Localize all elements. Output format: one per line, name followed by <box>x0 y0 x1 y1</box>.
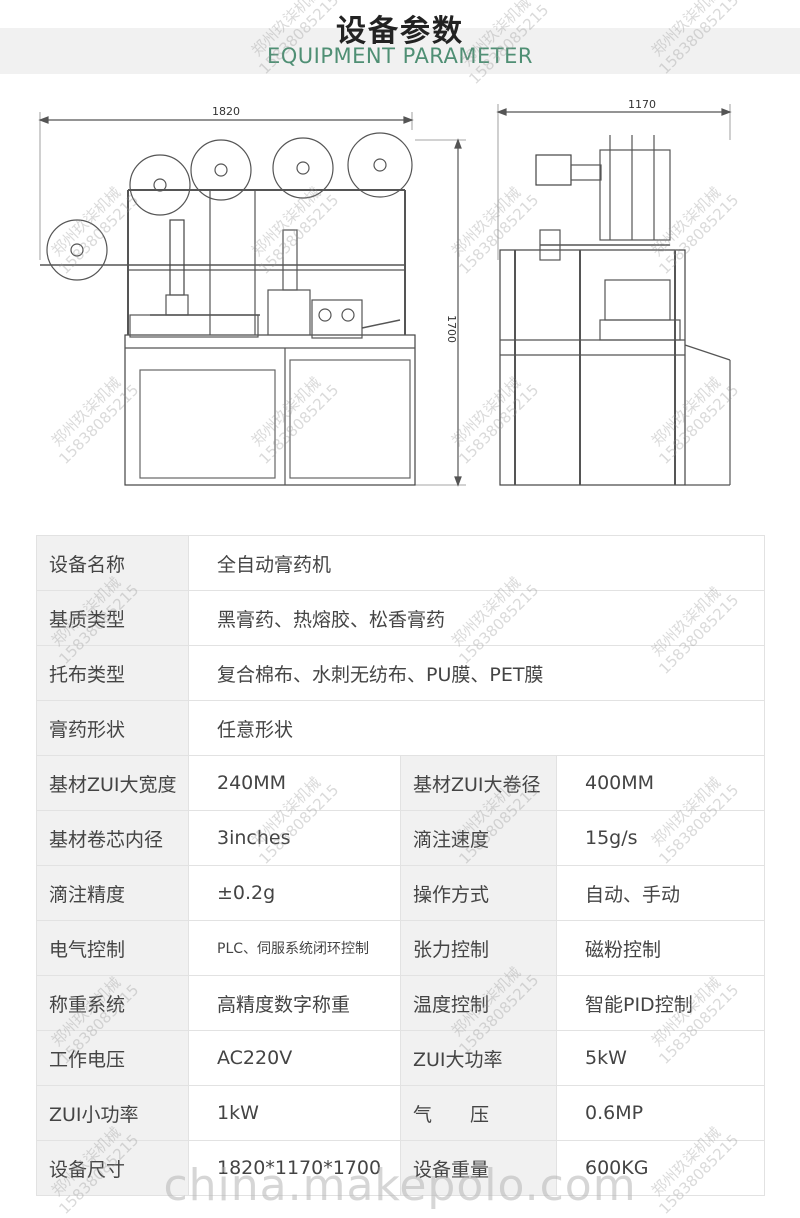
table-row: 设备名称 全自动膏药机 <box>36 535 765 591</box>
spec-value: 自动、手动 <box>556 865 765 921</box>
spec-value: 1820*1170*1700 <box>188 1140 401 1196</box>
spec-value: 任意形状 <box>188 700 765 756</box>
spec-value: 400MM <box>556 755 765 811</box>
spec-label: 设备重量 <box>400 1140 557 1196</box>
spec-value: 5kW <box>556 1030 765 1086</box>
spec-value: 240MM <box>188 755 401 811</box>
spec-value: 3inches <box>188 810 401 866</box>
spec-label: 操作方式 <box>400 865 557 921</box>
front-width-dim: 1820 <box>212 105 240 118</box>
table-row: 托布类型 复合棉布、水刺无纺布、PU膜、PET膜 <box>36 645 765 701</box>
spec-value: PLC、伺服系统闭环控制 <box>188 920 401 976</box>
spec-value: 复合棉布、水刺无纺布、PU膜、PET膜 <box>188 645 765 701</box>
table-row: 称重系统 高精度数字称重 温度控制 智能PID控制 <box>36 975 765 1031</box>
spec-value: 磁粉控制 <box>556 920 765 976</box>
spec-label: 基材卷芯内径 <box>36 810 189 866</box>
spec-label: 设备尺寸 <box>36 1140 189 1196</box>
spec-label: 温度控制 <box>400 975 557 1031</box>
table-row: 滴注精度 ±0.2g 操作方式 自动、手动 <box>36 865 765 921</box>
spec-value: AC220V <box>188 1030 401 1086</box>
spec-label: 称重系统 <box>36 975 189 1031</box>
table-row: 膏药形状 任意形状 <box>36 700 765 756</box>
spec-table: 设备名称 全自动膏药机 基质类型 黑膏药、热熔胶、松香膏药 托布类型 复合棉布、… <box>36 535 765 1196</box>
spec-label: 基材ZUI大卷径 <box>400 755 557 811</box>
spec-value: 15g/s <box>556 810 765 866</box>
header-band <box>0 28 800 74</box>
spec-label: ZUI大功率 <box>400 1030 557 1086</box>
spec-label: 基质类型 <box>36 590 189 646</box>
spec-label: 电气控制 <box>36 920 189 976</box>
spec-label: 张力控制 <box>400 920 557 976</box>
spec-label: 滴注速度 <box>400 810 557 866</box>
page-title: 设备参数 <box>336 14 464 49</box>
table-row: 工作电压 AC220V ZUI大功率 5kW <box>36 1030 765 1086</box>
height-dim: 1700 <box>445 315 458 343</box>
table-row: ZUI小功率 1kW 气 压 0.6MP <box>36 1085 765 1141</box>
table-row: 基质类型 黑膏药、热熔胶、松香膏药 <box>36 590 765 646</box>
spec-label: 滴注精度 <box>36 865 189 921</box>
table-row: 基材卷芯内径 3inches 滴注速度 15g/s <box>36 810 765 866</box>
spec-label: 基材ZUI大宽度 <box>36 755 189 811</box>
spec-value: 全自动膏药机 <box>188 535 765 591</box>
machine-drawing: 1820 1700 1170 <box>38 98 732 487</box>
spec-label: 工作电压 <box>36 1030 189 1086</box>
spec-label: 托布类型 <box>36 645 189 701</box>
side-width-dim: 1170 <box>628 98 656 111</box>
spec-value: ±0.2g <box>188 865 401 921</box>
spec-label: 气 压 <box>400 1085 557 1141</box>
spec-label: 设备名称 <box>36 535 189 591</box>
site-watermark: china.makepolo.com <box>163 1160 637 1211</box>
spec-value: 高精度数字称重 <box>188 975 401 1031</box>
spec-value: 0.6MP <box>556 1085 765 1141</box>
spec-label: 膏药形状 <box>36 700 189 756</box>
table-row: 设备尺寸 1820*1170*1700 设备重量 600KG <box>36 1140 765 1196</box>
spec-value: 智能PID控制 <box>556 975 765 1031</box>
spec-value: 黑膏药、热熔胶、松香膏药 <box>188 590 765 646</box>
table-row: 基材ZUI大宽度 240MM 基材ZUI大卷径 400MM <box>36 755 765 811</box>
spec-label: ZUI小功率 <box>36 1085 189 1141</box>
spec-value: 600KG <box>556 1140 765 1196</box>
page-subtitle: EQUIPMENT PARAMETER <box>267 44 533 68</box>
spec-value: 1kW <box>188 1085 401 1141</box>
table-row: 电气控制 PLC、伺服系统闭环控制 张力控制 磁粉控制 <box>36 920 765 976</box>
